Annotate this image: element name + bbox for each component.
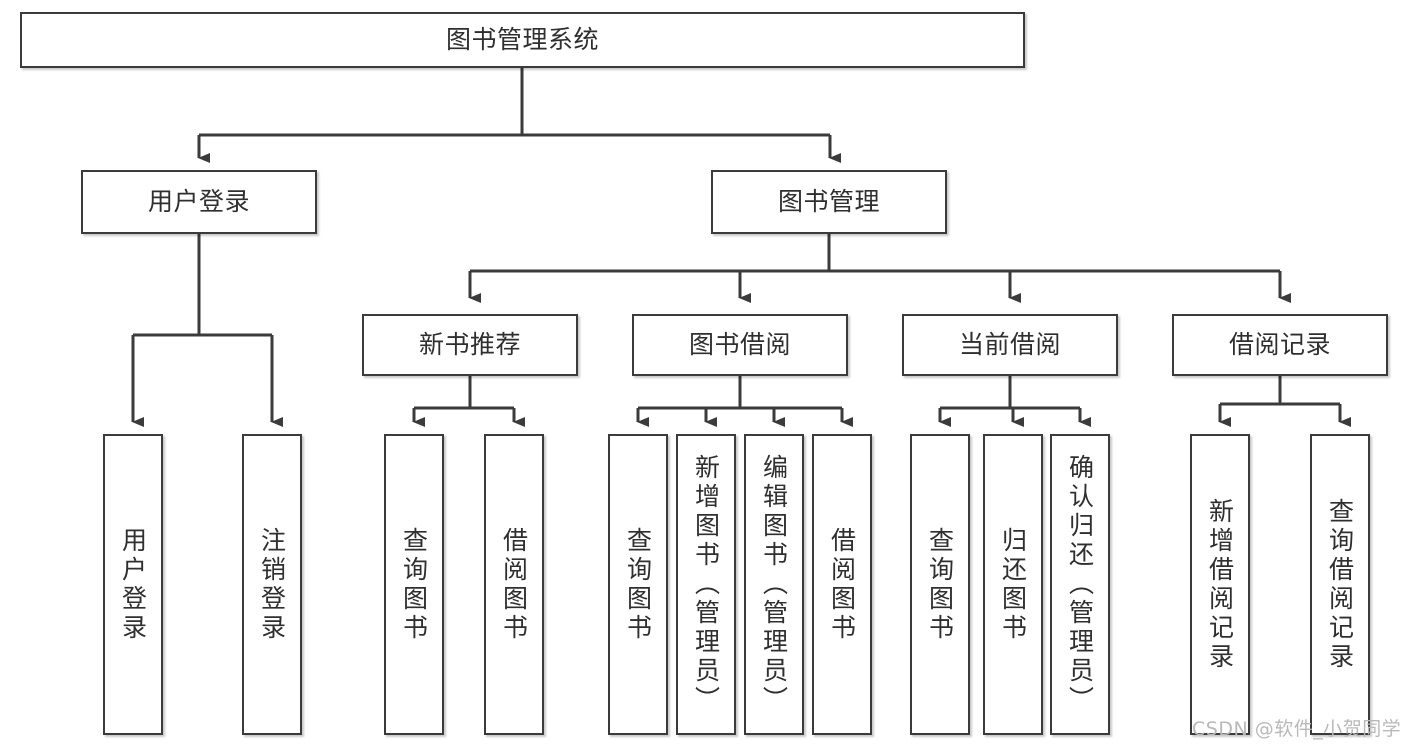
node-label: 编辑图书（管理员） xyxy=(759,454,789,715)
node-label: 图书借阅 xyxy=(688,330,791,360)
node-leaf-query-borrow-record[interactable]: 查询借阅记录 xyxy=(1310,434,1370,735)
node-label: 图书管理 xyxy=(777,187,880,217)
node-leaf-return-book[interactable]: 归还图书 xyxy=(983,434,1043,735)
node-label: 新书推荐 xyxy=(418,330,521,360)
node-leaf-query-book-borrow[interactable]: 查询图书 xyxy=(608,434,668,735)
node-leaf-borrow-book[interactable]: 借阅图书 xyxy=(812,434,872,735)
node-leaf-confirm-return-admin[interactable]: 确认归还（管理员） xyxy=(1050,434,1110,735)
node-label: 当前借阅 xyxy=(958,330,1061,360)
node-label: 查询图书 xyxy=(925,526,955,643)
node-label: 注销登录 xyxy=(257,526,287,643)
node-level2-current-borrow[interactable]: 当前借阅 xyxy=(902,314,1118,376)
node-label: 图书管理系统 xyxy=(445,25,599,55)
node-label: 归还图书 xyxy=(998,526,1028,643)
node-level2-book-borrow[interactable]: 图书借阅 xyxy=(632,314,848,376)
node-label: 确认归还（管理员） xyxy=(1065,454,1095,715)
node-leaf-query-book-current[interactable]: 查询图书 xyxy=(910,434,970,735)
node-label: 新增借阅记录 xyxy=(1205,497,1235,672)
node-root[interactable]: 图书管理系统 xyxy=(20,12,1025,68)
node-leaf-user-login[interactable]: 用户登录 xyxy=(103,434,163,735)
node-level1-book-management[interactable]: 图书管理 xyxy=(711,170,947,234)
node-label: 借阅图书 xyxy=(499,526,529,643)
node-leaf-borrow-book-rec[interactable]: 借阅图书 xyxy=(484,434,544,735)
node-level1-user-login[interactable]: 用户登录 xyxy=(81,170,317,234)
node-leaf-add-borrow-record[interactable]: 新增借阅记录 xyxy=(1190,434,1250,735)
node-level2-new-book-recommend[interactable]: 新书推荐 xyxy=(362,314,578,376)
node-leaf-logout[interactable]: 注销登录 xyxy=(242,434,302,735)
node-label: 用户登录 xyxy=(118,526,148,643)
node-label: 查询借阅记录 xyxy=(1325,497,1355,672)
node-leaf-query-book-rec[interactable]: 查询图书 xyxy=(384,434,444,735)
node-label: 用户登录 xyxy=(147,187,250,217)
node-label: 借阅记录 xyxy=(1228,330,1331,360)
node-label: 查询图书 xyxy=(399,526,429,643)
node-leaf-add-book-admin[interactable]: 新增图书（管理员） xyxy=(676,434,736,735)
node-level2-borrow-record[interactable]: 借阅记录 xyxy=(1172,314,1388,376)
node-leaf-edit-book-admin[interactable]: 编辑图书（管理员） xyxy=(744,434,804,735)
csdn-watermark: CSDN @软件_小贺同学 xyxy=(1192,718,1402,740)
node-label: 查询图书 xyxy=(623,526,653,643)
node-label: 借阅图书 xyxy=(827,526,857,643)
node-label: 新增图书（管理员） xyxy=(691,454,721,715)
